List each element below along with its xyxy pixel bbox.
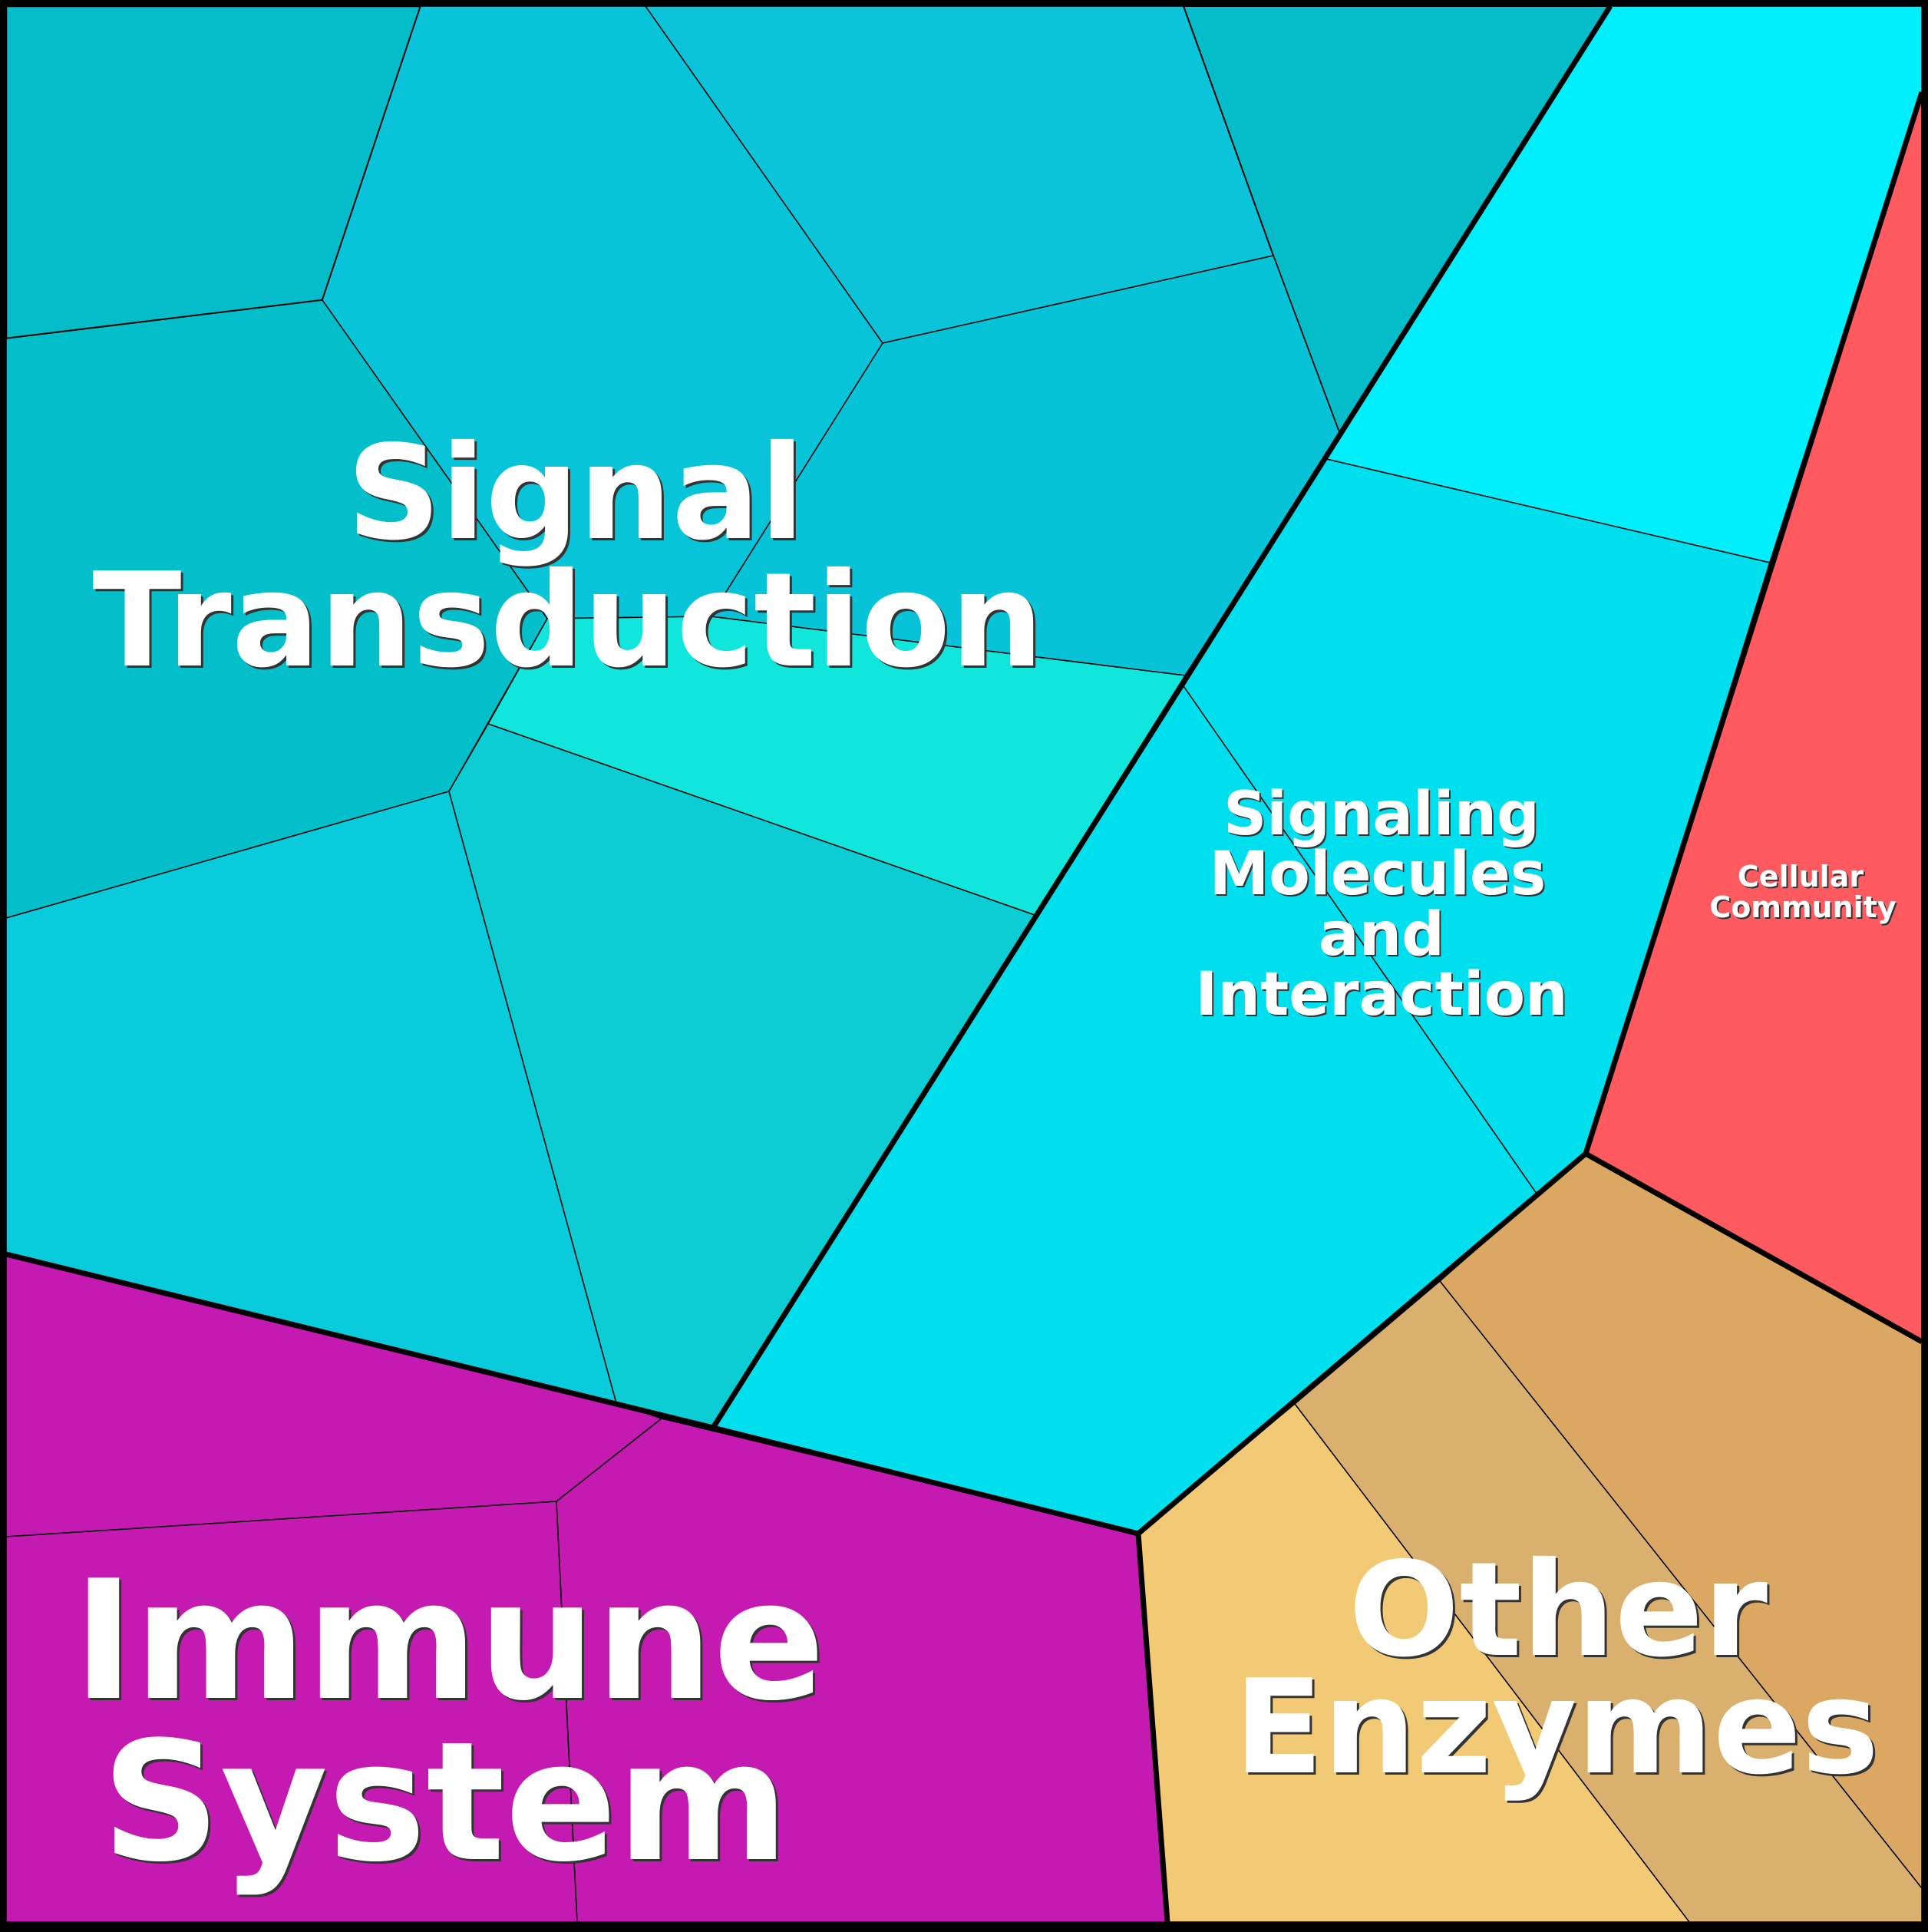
svg-text:Signaling: Signaling [1225, 781, 1541, 850]
group-borders [5, 5, 1925, 1923]
label-line: System [101, 1706, 789, 1898]
svg-text:and: and [1320, 902, 1446, 971]
svg-text:Signal: Signal [349, 420, 807, 572]
svg-text:Cellular: Cellular [1739, 861, 1865, 895]
label-line: Immune [73, 1544, 825, 1737]
svg-text:Molecules: Molecules [1211, 841, 1548, 910]
svg-text:Community: Community [1711, 892, 1897, 926]
label-line: Community [1709, 890, 1896, 924]
svg-text:Interaction: Interaction [1197, 962, 1569, 1031]
svg-text:System: System [104, 1708, 791, 1901]
label-line: Interaction [1195, 960, 1567, 1029]
label-immune-system: Immune Immune System System [73, 1544, 827, 1901]
label-line: Transduction [93, 545, 1044, 697]
label-line: Cellular [1738, 860, 1864, 893]
label-other-enzymes: Other Other Enzymes Enzymes [1234, 1534, 1882, 1806]
group-signaling-molecules [711, 5, 1923, 1534]
label-line: Other [1349, 1534, 1768, 1686]
group-signal-transduction [5, 5, 1612, 1428]
label-line: Signaling [1223, 780, 1540, 849]
label-signaling-molecules: Signaling Signaling Molecules Molecules … [1195, 780, 1569, 1031]
label-line: Signal [347, 418, 804, 570]
label-line: Molecules [1210, 840, 1547, 909]
group-other-enzymes [1137, 1153, 1923, 1923]
group-immune-system [5, 1253, 1168, 1923]
label-line: and [1319, 900, 1444, 969]
svg-text:Enzymes: Enzymes [1236, 1654, 1882, 1806]
label-line: Enzymes [1234, 1652, 1880, 1804]
svg-text:Other: Other [1351, 1537, 1770, 1689]
label-cellular-community: Cellular Cellular Community Community [1709, 860, 1897, 926]
svg-text:Immune: Immune [75, 1547, 827, 1739]
svg-text:Transduction: Transduction [95, 547, 1046, 699]
label-signal-transduction: Signal Signal Transduction Transduction [93, 418, 1046, 699]
